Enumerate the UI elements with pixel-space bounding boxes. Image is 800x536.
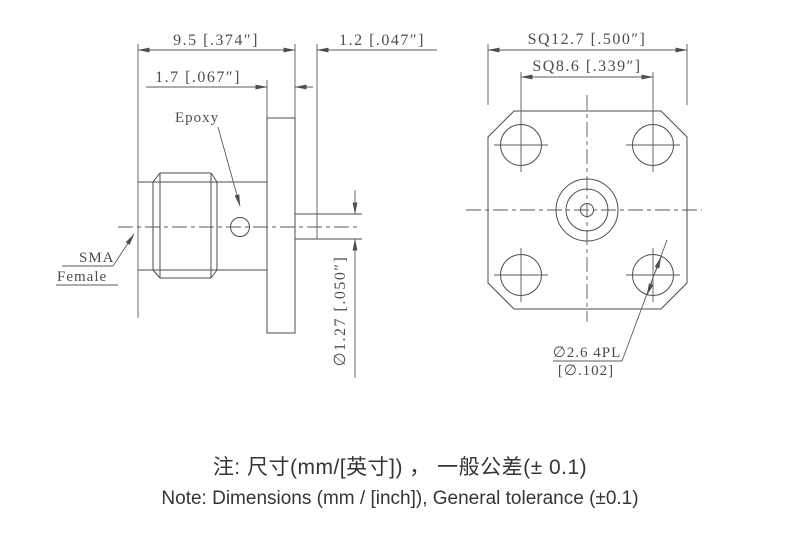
center-interface-circles <box>555 178 619 242</box>
label-female: Female <box>57 269 107 285</box>
front-view: SQ12.7 [.500″] SQ8.6 [.339″] ∅2.6 4PL [∅… <box>466 31 702 379</box>
note-english: Note: Dimensions (mm / [inch]), General … <box>161 488 639 509</box>
dim-pin-protrusion: 1.2 [.047″] <box>339 32 425 49</box>
dim-flange-square: SQ12.7 [.500″] <box>528 31 647 48</box>
front-extension-lines <box>487 44 688 105</box>
contact-pin <box>295 44 362 240</box>
epoxy-hole <box>230 217 250 237</box>
epoxy-leader-line <box>217 126 241 207</box>
notes-block: 注: 尺寸(mm/[英寸]) ， 一般公差(± 0.1) Note: Dimen… <box>0 451 800 510</box>
flange-front-outline <box>487 110 688 310</box>
dim-hole-diameter-inch: [∅.102] <box>558 363 614 379</box>
connector-body-outline <box>138 172 267 279</box>
dim-hole-spacing: SQ8.6 [.339″] <box>532 58 641 75</box>
dim-flange-thickness: 1.7 [.067″] <box>155 69 241 86</box>
dim-pin-diameter: ∅1.27 [.050″] <box>332 256 349 367</box>
hole-diameter-leader <box>553 239 668 362</box>
mounting-holes <box>494 72 680 302</box>
technical-drawing: 9.5 [.374″] 1.2 [.047″] 1.7 [.067″] ∅1.2… <box>56 31 702 379</box>
side-view: 9.5 [.374″] 1.2 [.047″] 1.7 [.067″] ∅1.2… <box>56 32 437 378</box>
dim-hole-diameter: ∅2.6 4PL <box>553 345 622 361</box>
sma-leader <box>56 233 135 286</box>
side-dimension-lines <box>137 47 437 378</box>
flange-side-outline <box>266 117 296 334</box>
dim-overall-length: 9.5 [.374″] <box>173 32 259 49</box>
note-chinese: 注: 尺寸(mm/[英寸]) ， 一般公差(± 0.1) <box>212 456 588 479</box>
label-sma: SMA <box>79 250 115 266</box>
label-epoxy: Epoxy <box>175 110 219 126</box>
front-dimension-lines <box>487 47 688 80</box>
